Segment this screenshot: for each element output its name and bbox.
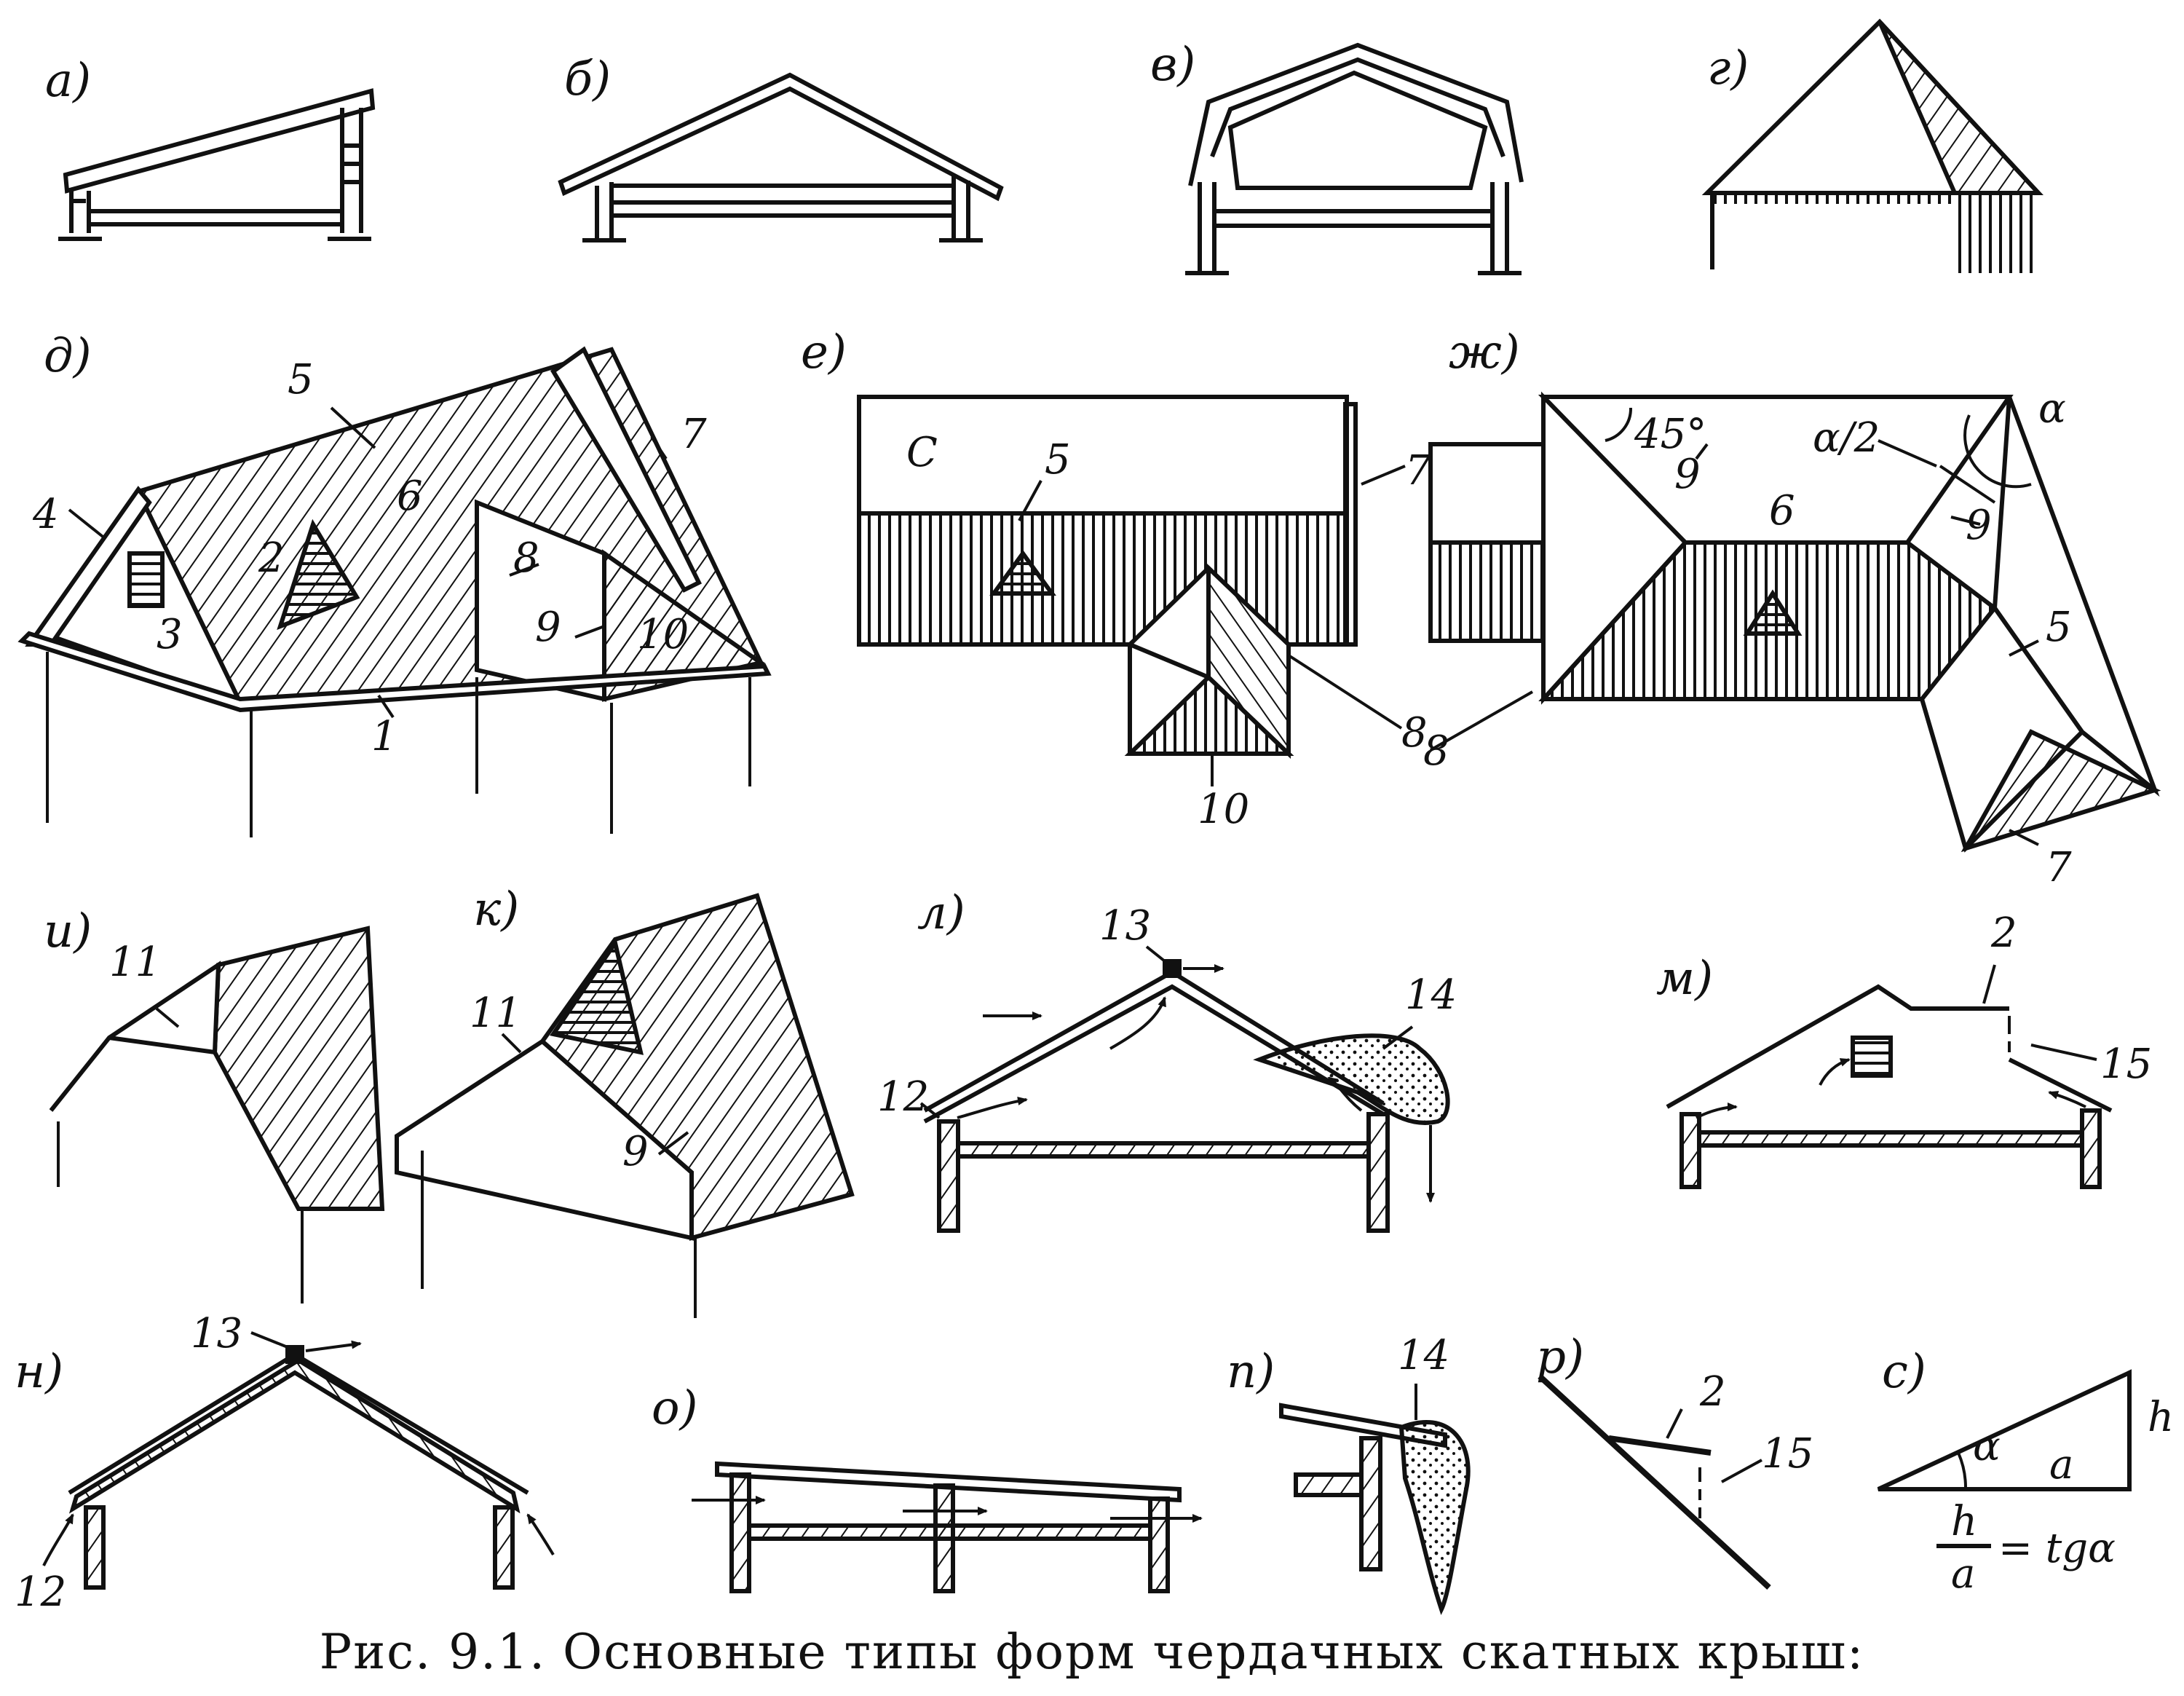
panel-m-label: м)	[1656, 952, 1713, 1006]
angle-alpha-half: α/2	[1813, 414, 1880, 462]
panel-d-label: д)	[44, 329, 92, 383]
callout-e-7: 7	[1405, 447, 1431, 494]
callout-zh-7: 7	[2046, 844, 2072, 891]
callout-e-5: 5	[1045, 436, 1071, 484]
callout-r-2: 2	[1699, 1368, 1726, 1416]
panel-e	[857, 395, 1406, 786]
panel-m	[1666, 964, 2113, 1189]
callout-r-15: 15	[1762, 1430, 1813, 1478]
panel-i	[49, 926, 385, 1303]
panel-e-label: е)	[801, 326, 847, 379]
callout-e-8: 8	[1401, 709, 1428, 757]
callout-n-12: 12	[15, 1569, 66, 1616]
panel-k	[395, 893, 855, 1318]
panel-s	[1877, 1369, 2132, 1548]
callout-zh-9a: 9	[1674, 451, 1701, 498]
panel-l	[919, 945, 1450, 1233]
callout-d-8: 8	[513, 535, 539, 582]
callout-zh-8: 8	[1423, 727, 1449, 775]
panel-g	[1701, 18, 2043, 273]
panel-r-label: р)	[1536, 1330, 1584, 1384]
callout-n-13: 13	[191, 1310, 242, 1357]
panel-o-label: о)	[652, 1381, 698, 1435]
callout-l-14: 14	[1405, 971, 1457, 1019]
angle-45: 45°	[1634, 411, 1706, 458]
callout-k-11: 11	[470, 990, 521, 1037]
callout-l-13: 13	[1099, 902, 1151, 950]
callout-d-6: 6	[397, 473, 423, 520]
panel-g-label: г)	[1707, 42, 1749, 95]
triangle-alpha: α	[1973, 1423, 2001, 1470]
panel-p	[1279, 1384, 1471, 1615]
panel-a-label: а)	[45, 54, 91, 108]
callout-d-10: 10	[637, 611, 689, 658]
callout-d-1: 1	[371, 713, 397, 760]
panel-k-label: к)	[473, 883, 519, 936]
panel-o	[692, 1461, 1203, 1593]
callout-e-C: С	[906, 429, 938, 476]
callout-d-7: 7	[681, 411, 707, 458]
callout-d-4: 4	[32, 491, 59, 538]
callout-zh-9b: 9	[1966, 502, 1992, 549]
panel-zh-label: ж)	[1449, 326, 1520, 379]
callout-m-15: 15	[2100, 1041, 2152, 1088]
panel-zh	[1428, 391, 2161, 853]
callout-m-2: 2	[1990, 910, 2017, 957]
formula-h: h	[1951, 1498, 1977, 1545]
formula-a: a	[1951, 1550, 1975, 1598]
callout-zh-5: 5	[2046, 604, 2072, 651]
callout-l-12: 12	[877, 1073, 929, 1121]
panel-n-label: н)	[15, 1345, 63, 1399]
callout-k-9: 9	[622, 1128, 649, 1175]
figure-caption: Рис. 9.1. Основные типы форм чердачных с…	[319, 1624, 1865, 1680]
formula-rhs: = tgα	[1998, 1525, 2116, 1572]
callout-d-5: 5	[288, 356, 314, 403]
panel-i-label: и)	[44, 904, 92, 958]
panel-v	[1185, 42, 1524, 275]
panel-n	[42, 1331, 555, 1590]
angle-alpha: α	[2038, 385, 2066, 433]
panel-v-label: в)	[1150, 38, 1195, 92]
panel-s-label: с)	[1882, 1345, 1926, 1399]
panel-b-label: б)	[564, 52, 611, 106]
callout-i-11: 11	[109, 939, 161, 986]
panel-b	[558, 72, 1004, 242]
panel-p-label: п)	[1227, 1345, 1275, 1399]
panel-a	[58, 88, 376, 241]
panel-r	[1538, 1374, 1771, 1590]
callout-d-9: 9	[535, 604, 561, 651]
callout-e-10: 10	[1198, 786, 1249, 833]
callout-zh-6: 6	[1769, 487, 1795, 535]
callout-p-14: 14	[1398, 1332, 1449, 1379]
panel-l-label: л)	[917, 886, 965, 940]
callout-d-2: 2	[258, 535, 285, 582]
panel-d	[17, 346, 772, 837]
triangle-h: h	[2148, 1394, 2174, 1441]
callout-d-3: 3	[157, 611, 183, 658]
triangle-a: a	[2049, 1441, 2073, 1488]
